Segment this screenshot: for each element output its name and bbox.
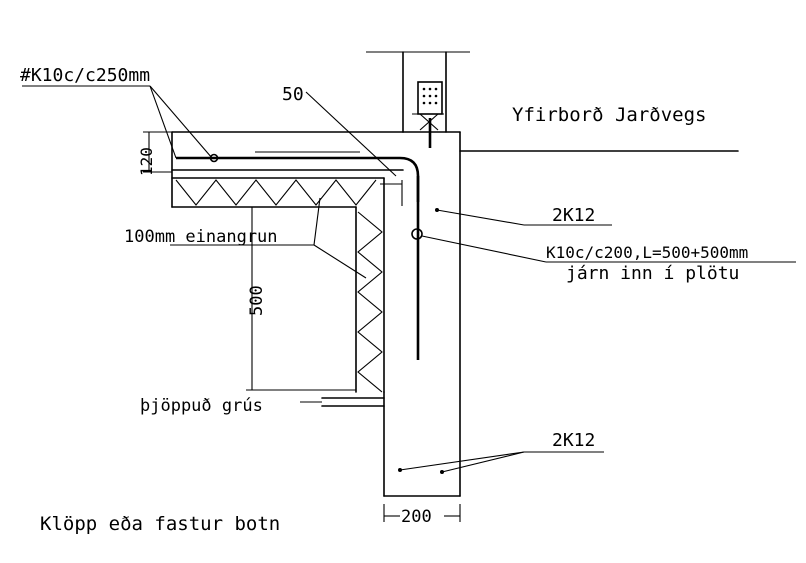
- rebar-2k12-upper-leader: [435, 208, 612, 226]
- rebar-2k12-upper-label: 2K12: [552, 205, 595, 226]
- rebar-k10-note: járn inn í plötu: [566, 263, 739, 284]
- dim-200-label: 200: [401, 507, 432, 527]
- insulation-label: 100mm einangrun: [124, 227, 278, 247]
- dim-200: [383, 504, 461, 522]
- anchor-plate-icon: [412, 81, 444, 148]
- dim-500: [246, 207, 356, 391]
- gravel-label: þjöppuð grús: [140, 396, 263, 416]
- rebar-2k12-lower-label: 2K12: [552, 430, 595, 451]
- foundation-wall: [383, 131, 461, 497]
- rebar-top-leader: [22, 85, 219, 163]
- dim-50-leader: [305, 91, 403, 206]
- rebar-2k12-lower-leader: [398, 451, 604, 474]
- insulation-leader: [170, 197, 367, 279]
- rebar-k10-label: K10c/c200,L=500+500mm: [546, 243, 748, 262]
- ground-surface-label: Yfirborð Jarðvegs: [512, 104, 706, 126]
- base-label: Klöpp eða fastur botn: [40, 513, 280, 535]
- floor-slab: [171, 131, 420, 208]
- dim-500-label: 500: [247, 285, 267, 316]
- dim-120: [143, 131, 172, 173]
- dim-50-label: 50: [282, 84, 304, 105]
- vertical-insulation: [355, 177, 385, 393]
- gravel-layer: [321, 397, 385, 407]
- horizontal-insulation: [171, 177, 385, 208]
- rebar-k10-leader: [411, 228, 796, 263]
- upper-wall: [366, 51, 470, 133]
- rebar-top-label: #K10c/c250mm: [20, 65, 150, 86]
- dim-120-label: 120: [137, 147, 156, 176]
